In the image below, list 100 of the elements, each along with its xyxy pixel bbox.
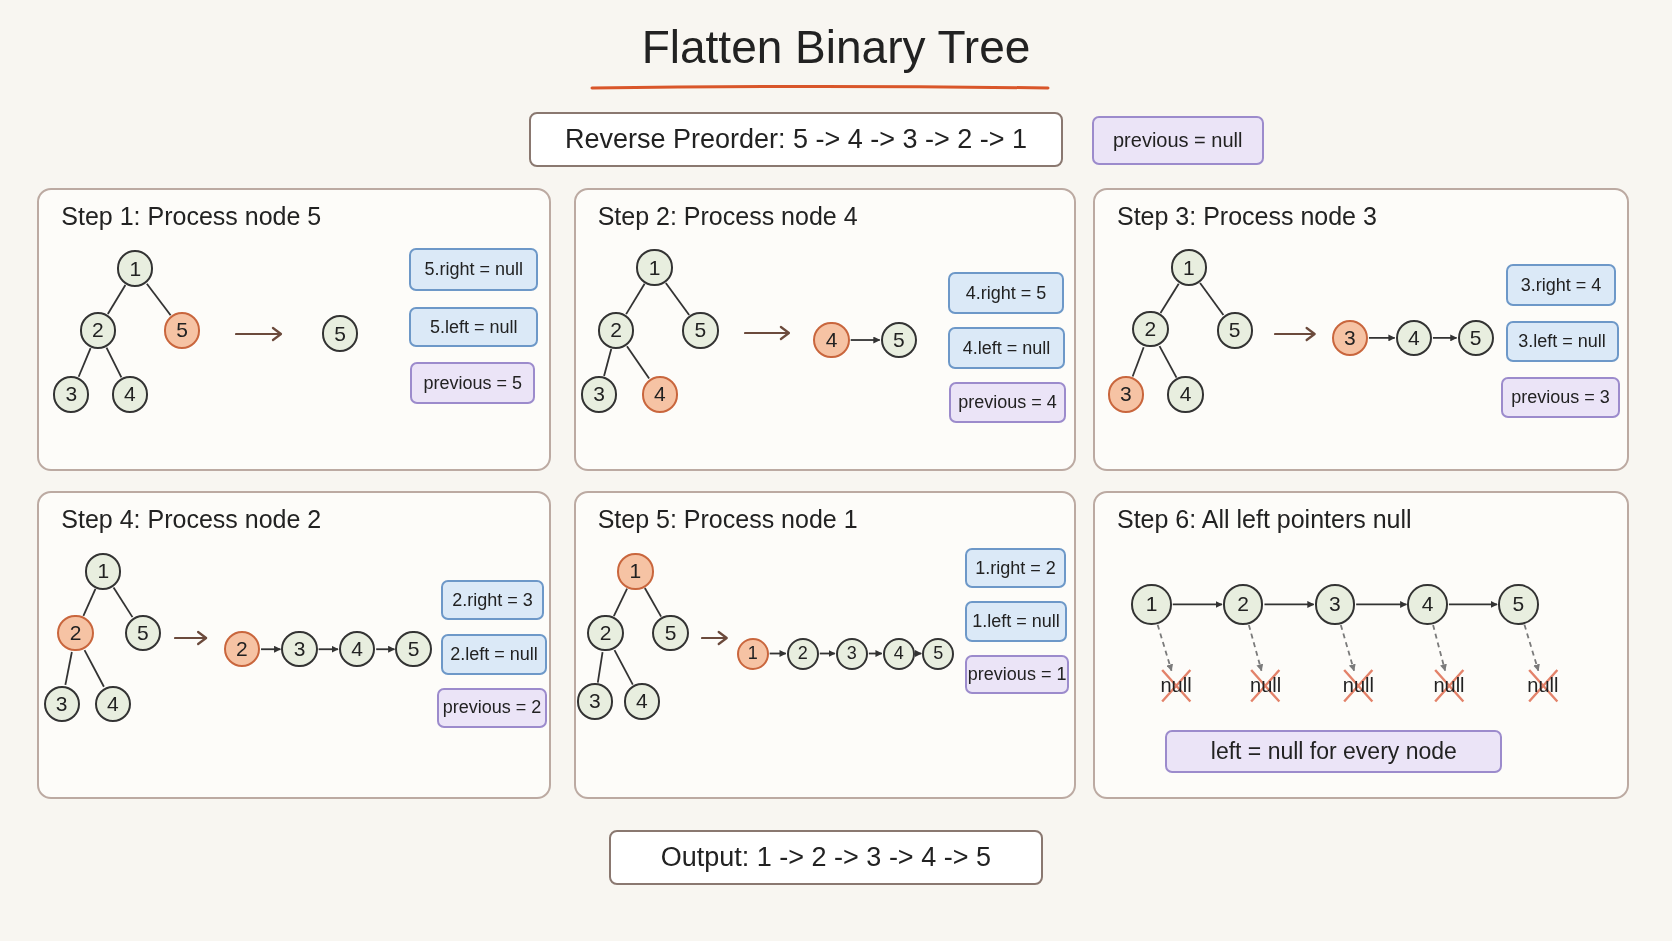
tree-node-circle: 5 [652,615,689,652]
tree-node-circle: 3 [1107,376,1144,413]
pointer-note: 1.left = null [964,601,1068,642]
panel-heading: Step 5: Process node 1 [597,504,858,534]
tree-link [82,587,97,617]
tree-node-circle: 1 [736,637,769,670]
summary-note: left = null for every node [1165,730,1503,773]
tree-node-circle: 3 [1314,584,1356,625]
dashed-arrow [1156,623,1174,672]
tree-node-circle: 3 [581,376,618,413]
tree-node-circle: 4 [338,631,376,668]
tree-node-circle: 1 [1131,584,1172,625]
arrow [1368,334,1396,342]
tree-node-circle: 5 [321,315,359,352]
tree-node-circle: 5 [880,321,917,359]
tree-node-circle: 1 [617,553,654,590]
pointer-note: 1.right = 2 [964,547,1067,589]
arrow [1263,600,1315,608]
tree-node-circle: 2 [587,615,624,652]
previous-note: previous = 3 [1501,377,1620,418]
tree-node-circle: 4 [1167,376,1204,413]
pointer-note: 3.left = null [1505,320,1619,363]
tree-link [112,586,134,619]
tree-node-circle: 3 [281,631,318,668]
tree-link [1159,282,1180,314]
tree-link [625,282,646,315]
tree-node-circle: 3 [53,376,90,413]
tree-link [596,651,604,684]
panel-heading: Step 3: Process node 3 [1117,201,1377,231]
arrow [867,650,883,657]
pointer-note: 2.right = 3 [441,579,544,621]
tree-link [105,346,123,379]
tree-link [626,345,650,380]
dashed-arrow [1523,623,1540,672]
pointer-note: 3.right = 4 [1505,264,1617,306]
tree-node-circle: 2 [79,312,117,349]
tree-node-circle: 2 [57,615,94,652]
step-panel [1093,187,1630,472]
tree-link [603,348,613,377]
tree-link [1199,282,1225,316]
tree-node-circle: 5 [1216,312,1253,349]
tree-node-circle: 2 [1222,584,1264,625]
previous-note: previous = 1 [964,654,1070,695]
tree-node-circle: 5 [124,615,161,652]
tree-node-circle: 4 [111,376,149,413]
step-panel [573,490,1076,799]
panel-heading: Step 6: All left pointers null [1117,504,1412,534]
previous-note: previous = 2 [437,687,547,729]
tree-node-circle: 5 [1498,584,1539,625]
arrow [914,650,923,657]
tree-node-circle: 1 [117,250,154,287]
arrow [1432,334,1458,342]
sequence-box: Output: 1 -> 2 -> 3 -> 4 -> 5 [608,829,1043,886]
arrow [260,645,282,653]
tree-node-circle: 4 [641,376,679,413]
arrow [818,650,836,657]
tree-link [664,282,691,316]
panel-heading: Step 2: Process node 4 [597,201,858,231]
tree-node-circle: 3 [43,685,80,722]
dashed-arrow [1247,624,1264,672]
step-panel [37,187,552,472]
pointer-note: 4.left = null [947,327,1066,369]
pointer-note: 2.left = null [441,634,547,675]
tree-node-circle: 4 [882,637,915,670]
tree-node-circle: 5 [682,312,719,349]
tree-link [1158,345,1178,379]
tree-node-circle: 1 [1170,249,1207,286]
tree-node-circle: 5 [164,312,201,349]
tree-link [643,587,662,618]
tree-node-circle: 3 [576,683,613,720]
previous-note: previous = 4 [948,381,1067,424]
arrow [317,645,339,653]
dashed-arrow [1339,624,1356,672]
tree-link [145,282,172,317]
tree-link [1131,346,1145,378]
arrow [849,336,881,344]
panel-heading: Step 1: Process node 5 [61,201,322,231]
tree-link [612,587,628,617]
tree-node-circle: 1 [636,249,673,286]
tree-node-circle: 2 [786,637,819,670]
previous-note: previous = 5 [410,362,536,404]
arrow [1171,600,1223,608]
step-panel [573,187,1076,472]
arrow [1448,600,1498,608]
tree-link [64,651,73,686]
tree-node-circle: 3 [1331,319,1368,356]
tree-link [83,649,105,688]
tree-link [613,649,634,686]
pointer-note: 4.right = 5 [947,271,1065,315]
tree-node-circle: 2 [1132,311,1169,348]
pointer-note: 5.right = null [409,248,539,291]
tree-node-circle: 3 [835,637,868,670]
arrow [1355,600,1408,608]
tree-node-circle: 2 [223,631,261,668]
tree-node-circle: 5 [1457,319,1494,356]
previous-note: previous = null [1091,116,1264,166]
tree-node-circle: 4 [623,683,660,720]
dashed-arrow [1432,624,1447,672]
tree-node-circle: 4 [1395,319,1432,356]
sequence-box: Reverse Preorder: 5 -> 4 -> 3 -> 2 -> 1 [528,111,1064,168]
